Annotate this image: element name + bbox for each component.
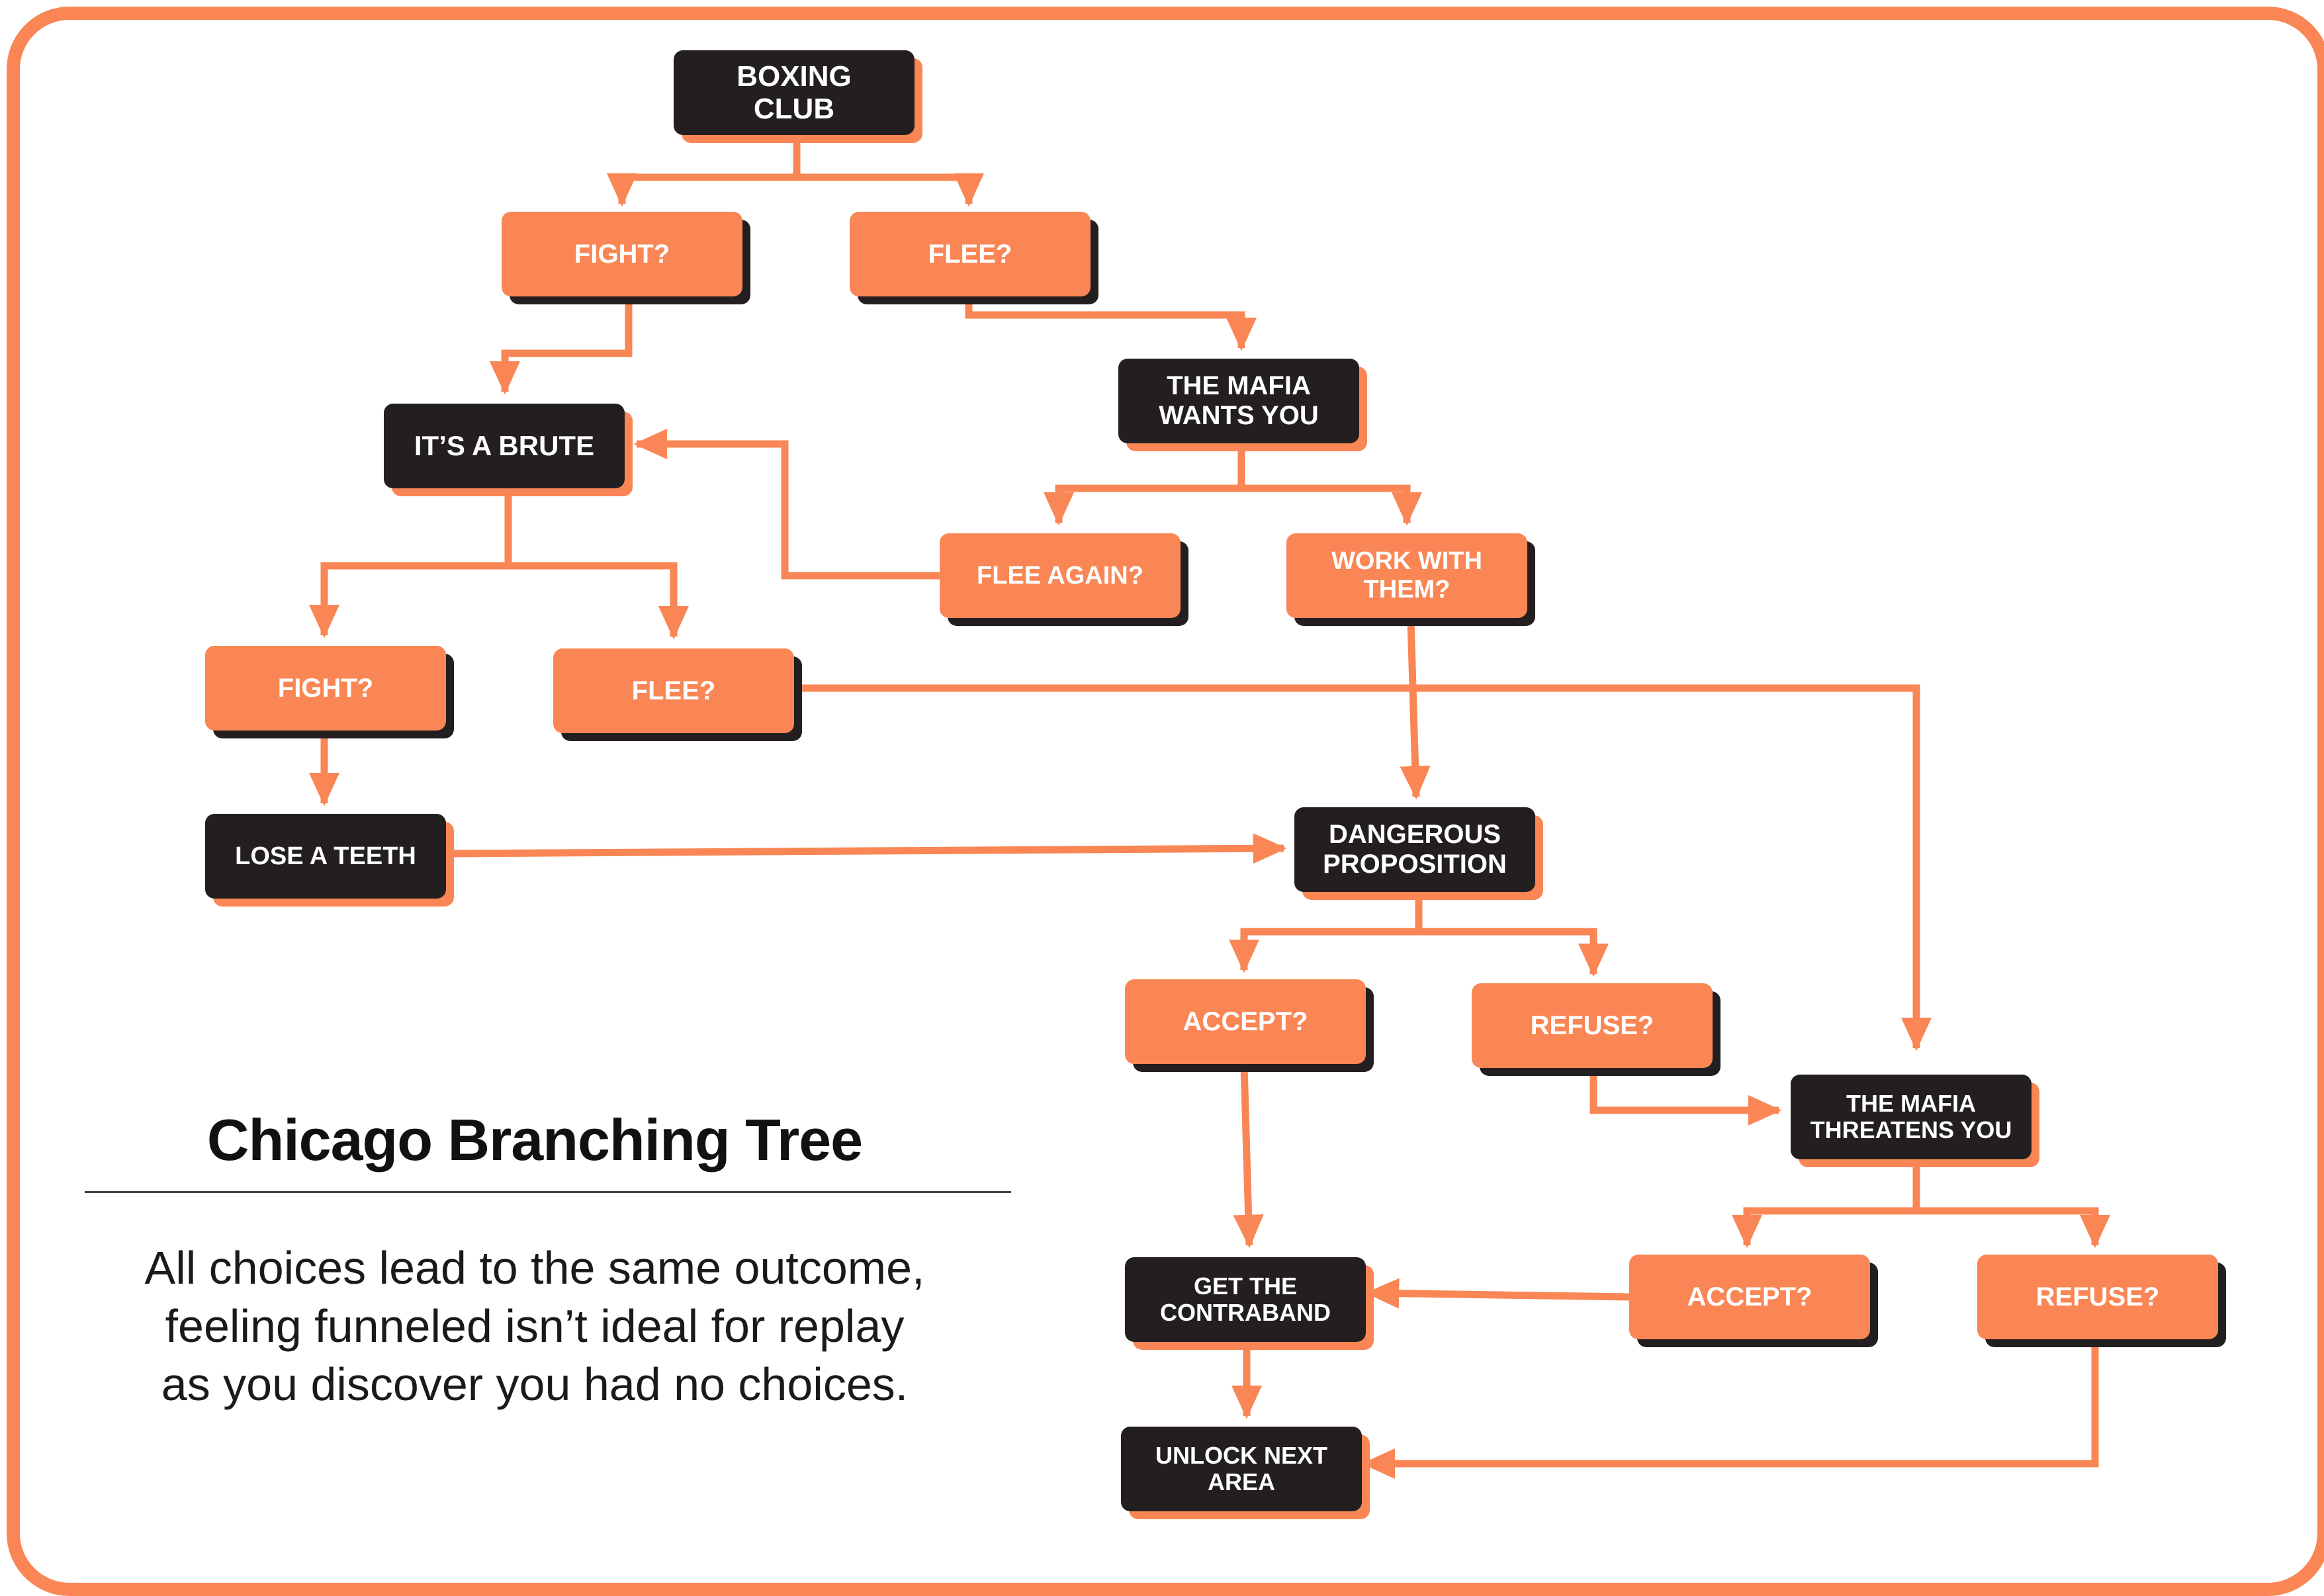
connector-mafia-wants-to-work-with xyxy=(1241,484,1423,526)
connector-refuse2-to-unlock xyxy=(1361,1341,2099,1480)
node-work-with-them: WORK WITH THEM? xyxy=(1286,533,1527,618)
description-line: feeling funneled isn’t ideal for replay xyxy=(165,1300,905,1352)
connector-boxing-to-flee xyxy=(797,173,985,207)
node-refuse-1: REFUSE? xyxy=(1472,983,1713,1068)
node-flee-2: FLEE? xyxy=(553,648,794,733)
node-accept-2: ACCEPT? xyxy=(1629,1255,1870,1339)
node-lose-a-teeth: LOSE A TEETH xyxy=(205,814,446,899)
node-accept-1: ACCEPT? xyxy=(1125,979,1366,1064)
node-mafia-threatens-you: THE MAFIA THREATENS YOU xyxy=(1791,1075,2032,1159)
connector-brute-to-flee xyxy=(508,562,690,640)
connector-accept-to-contraband xyxy=(1233,1065,1264,1249)
description-line: as you discover you had no choices. xyxy=(161,1358,909,1410)
node-its-a-brute: IT’S A BRUTE xyxy=(384,404,625,488)
diagram-description: All choices lead to the same outcome, fe… xyxy=(58,1239,1011,1413)
connector-refuse-to-mafia-threatens xyxy=(1589,1067,1782,1126)
node-unlock-next-area: UNLOCK NEXT AREA xyxy=(1121,1427,1362,1511)
connector-dangerous-to-accept xyxy=(1228,893,1423,973)
node-get-the-contraband: GET THE CONTRABAND xyxy=(1125,1257,1366,1342)
node-dangerous-proposition: DANGEROUS PROPOSITION xyxy=(1294,807,1535,892)
node-flee-1: FLEE? xyxy=(850,212,1091,296)
connector-lose-teeth-to-dangerous xyxy=(449,833,1287,864)
diagram-title: Chicago Branching Tree xyxy=(206,1107,863,1173)
connector-mafia-wants-to-flee-again xyxy=(1043,443,1245,526)
connector-accept2-to-contraband xyxy=(1365,1278,1630,1309)
connector-threatens-to-refuse xyxy=(1916,1207,2111,1249)
connector-flee-to-mafia-threatens xyxy=(797,684,1932,1051)
connector-flee-to-mafia-wants xyxy=(965,298,1257,351)
connector-brute-to-fight xyxy=(308,490,512,639)
connector-fight-to-brute xyxy=(489,303,633,395)
description-line: All choices lead to the same outcome, xyxy=(144,1242,925,1294)
connector-dangerous-to-refuse xyxy=(1419,928,1609,977)
node-fight-2: FIGHT? xyxy=(205,646,446,731)
connector-work-with-to-dangerous xyxy=(1400,620,1431,800)
connector-threatens-to-accept xyxy=(1731,1159,1920,1249)
node-boxing-club: BOXING CLUB xyxy=(674,50,915,135)
connector-flee-again-to-brute xyxy=(633,428,940,580)
node-refuse-2: REFUSE? xyxy=(1977,1255,2218,1339)
connector-boxing-to-fight xyxy=(606,136,801,207)
title-divider xyxy=(85,1191,1011,1193)
node-flee-again: FLEE AGAIN? xyxy=(940,533,1181,618)
node-mafia-wants-you: THE MAFIA WANTS YOU xyxy=(1118,359,1359,443)
node-fight-1: FIGHT? xyxy=(502,212,742,296)
